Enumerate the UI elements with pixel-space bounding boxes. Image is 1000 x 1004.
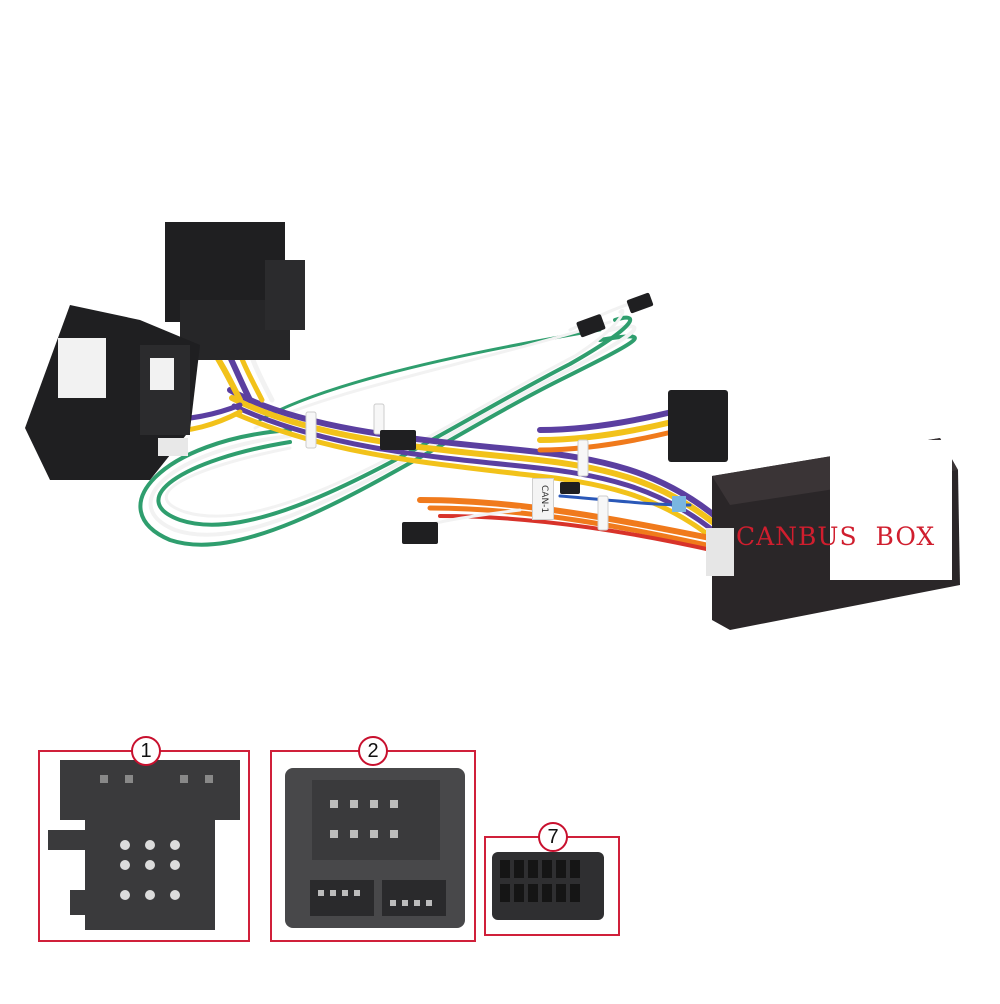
small-connectors [380,292,728,544]
connector-1-badge: 1 [131,736,161,766]
connector-1-drawing [48,760,240,930]
connector-2-badge: 2 [358,736,388,766]
connector-2-drawing [285,768,465,928]
connector-1-frame [38,750,250,942]
connector-7-drawing [492,852,604,920]
can-wire-tag: CAN-1 [532,478,554,520]
connector-7-badge: 7 [538,822,568,852]
connector-2-frame [270,750,476,942]
canbus-box [706,438,960,630]
connector-housing-iso [25,305,200,480]
wire-tips [672,496,686,512]
canbus-box-label: CANBUS BOX [736,522,936,551]
cable-ties [305,403,609,531]
